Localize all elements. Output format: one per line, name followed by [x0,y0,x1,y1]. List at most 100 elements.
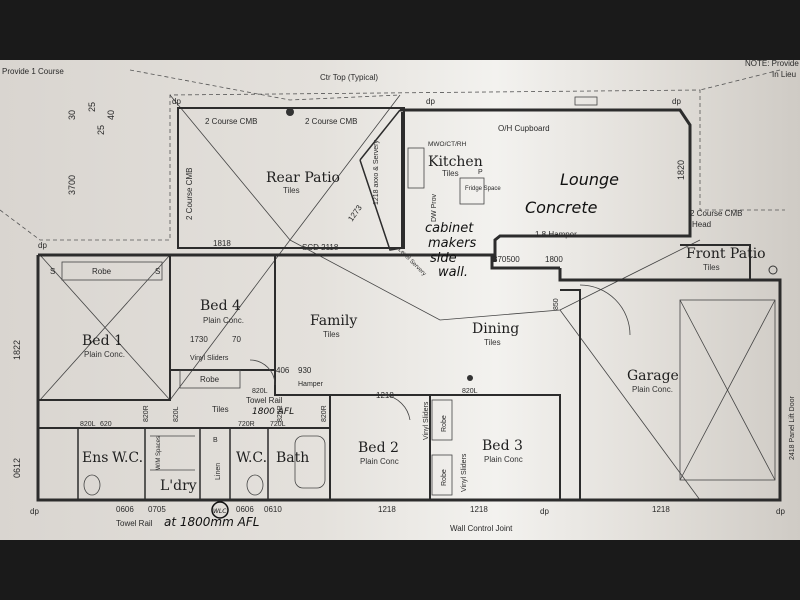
garage-door-label: 2418 Panel Lift Door [789,396,796,460]
dim-620: 620 [100,421,112,428]
room-bed4: Bed 4 [200,298,241,314]
dim-850: 850 [553,298,560,310]
dim-820l-3: 820L [80,421,96,428]
room-wc-1: W.C. [112,450,143,466]
room-family: Family [310,313,357,329]
hamper-top-label: 1.8 Hamper [535,230,577,239]
room-kitchen-finish: Tiles [442,169,459,178]
dim-1273: 1273 [346,203,364,223]
dp-marker: dp [172,97,181,106]
mwo-label: MWO/CT/RH [428,141,467,148]
dim-0612: 0612 [12,458,22,478]
dim-1730: 1730 [190,335,208,344]
cabinet-note-1: cabinet [425,221,474,236]
hamper-mid-label: Hamper [298,381,324,388]
dim-window-0606-b: 0606 [236,505,254,514]
dim-1820: 1820 [676,160,686,180]
dim-top-25b: 25 [96,125,106,135]
top-note-right-1: NOTE: Provide [745,60,799,68]
dim-window-1218-b: 1218 [470,505,488,514]
fixtures [61,96,778,519]
cmb-label: 2 Course CMB [205,117,257,126]
wlc-mark: WLC [213,508,227,515]
dim-1822: 1822 [12,340,22,360]
dp-marker: dp [776,507,785,516]
wm-spaces-label: W/M Spaces [156,436,162,470]
room-rear-patio: Rear Patio [266,170,340,186]
dim-3700: 3700 [67,175,77,195]
dim-930: 930 [298,366,312,375]
room-family-finish: Tiles [323,330,340,339]
room-bed3-finish: Plain Conc [484,455,523,464]
dp-marker: dp [30,507,39,516]
level-servery-label: Level Servery [397,247,427,277]
robe-bed2: Robe [441,415,448,432]
servery-label: 1218 axxo & Servery [373,140,380,205]
room-rear-patio-finish: Tiles [283,186,300,195]
dim-820r-1: 820R [143,405,150,422]
s-label: S [50,267,55,276]
roof-outline [0,69,785,501]
dim-1800: 1800 [545,255,563,264]
room-front-patio: Front Patio [686,246,766,262]
vinyl-sliders-bed3: Vinyl Sliders [461,453,468,492]
vinyl-sliders-bed2: Vinyl Sliders [423,401,430,440]
room-bed1: Bed 1 [82,333,123,349]
towel-rail-bottom-label: Towel Rail [116,519,153,528]
cabinet-note-3: side [430,251,457,266]
dim-window-1218-c: 1218 [652,505,670,514]
dim-720l: 720L [270,421,286,428]
dim-top-30: 30 [67,110,77,120]
robe-bed3: Robe [441,469,448,486]
dim-window-0606: 0606 [116,505,134,514]
dp-marker: dp [540,507,549,516]
cmb-label-side: 2 Course CMB [185,168,194,220]
room-garage-finish: Plain Conc. [632,385,673,394]
cabinet-note-4: wall. [438,265,468,280]
fridge-label: Fridge Space [465,186,501,192]
dim-top-40: 40 [106,110,116,120]
floor-plan-sheet: Provide 1 Course Ctr Top (Typical) NOTE:… [0,60,800,540]
vinyl-sliders-bed4: Vinyl Sliders [190,355,229,362]
dim-370500: 370500 [493,255,520,264]
cmb-label-right: 2 Course CMB [690,209,742,218]
room-dining: Dining [472,321,519,337]
cupboard-label: O/H Cupboard [498,124,550,133]
robe-bed1: Robe [92,267,112,276]
room-bed1-finish: Plain Conc. [84,350,125,359]
room-wc-2: W.C. [236,450,267,466]
room-kitchen: Kitchen [428,154,483,170]
dim-1818: 1818 [213,239,231,248]
room-front-patio-finish: Tiles [703,263,720,272]
room-dining-finish: Tiles [484,338,501,347]
room-bed4-finish: Plain Conc. [203,316,244,325]
b-label: B [213,437,218,444]
room-bed2: Bed 2 [358,440,399,456]
dw-prov-label: DW Prov [431,194,438,223]
top-note-right-2: In Lieu [772,70,796,79]
dim-820r-2: 820R [277,405,284,422]
wall-joint-label: Wall Control Joint [450,524,513,533]
cabinet-note-2: makers [428,236,477,251]
towel-rail-label: Towel Rail [246,396,283,405]
dim-window-0705: 0705 [148,505,166,514]
towel-rail-note: 1800 AFL [252,407,294,417]
dp-marker: dp [38,241,47,250]
lounge-handwritten-note: Concrete [525,198,598,217]
dim-820l-4: 820L [173,406,180,422]
dim-820l-1: 820L [252,388,268,395]
towel-rail-bottom-note: at 1800mm AFL [164,515,259,529]
dim-820l-2: 820L [462,388,478,395]
floor-plan-drawing: Provide 1 Course Ctr Top (Typical) NOTE:… [0,60,799,533]
robe-bed4: Robe [200,375,220,384]
scd-label: SCD 2118 [302,243,339,252]
external-walls [36,107,782,502]
dim-720r: 720R [238,421,255,428]
s-label: S [155,267,160,276]
dp-marker: dp [426,97,435,106]
tiles-label: Tiles [212,405,229,414]
linen-label: Linen [215,463,222,480]
room-bath: Bath [276,450,309,466]
dim-70: 70 [232,335,241,344]
dp-marker: dp [672,97,681,106]
